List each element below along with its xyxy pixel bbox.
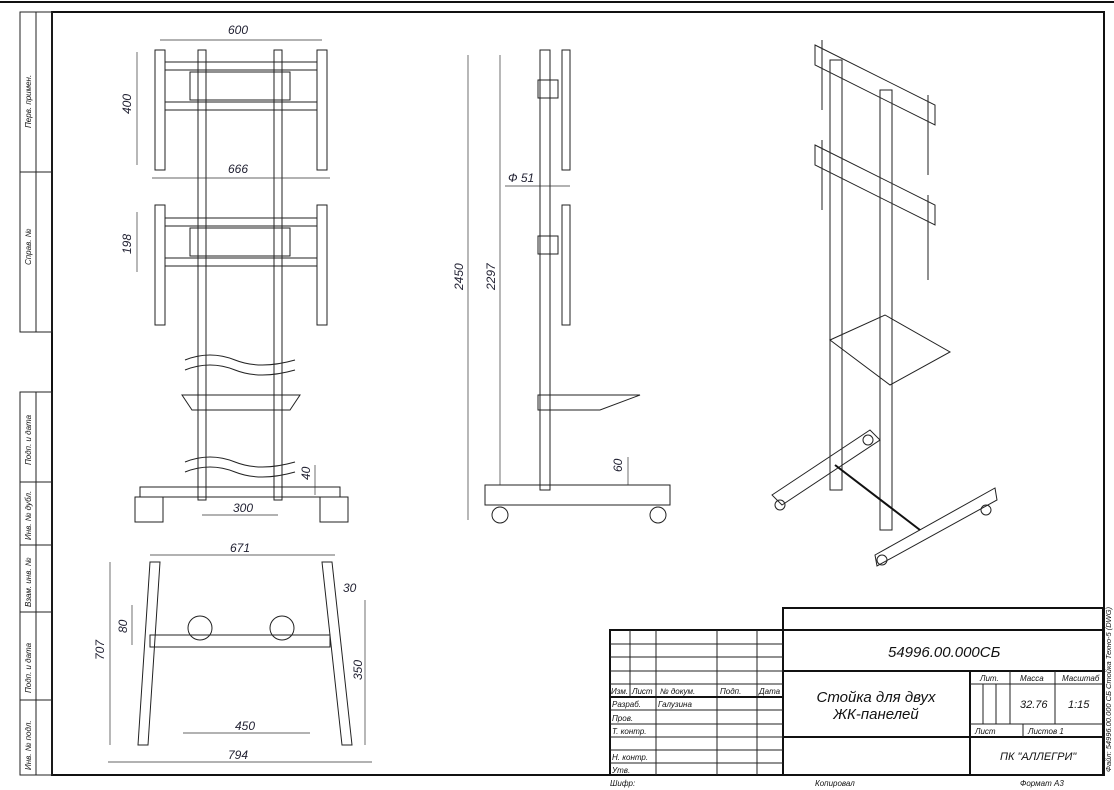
role-label: Утв. <box>611 766 630 775</box>
dim-label: 300 <box>233 501 253 515</box>
company-name: ПК "АЛЛЕГРИ" <box>1000 751 1077 763</box>
header-izm: Изм. <box>611 687 628 696</box>
dim-label: 80 <box>116 619 130 633</box>
stamp-label: Подп. и дата <box>24 642 33 693</box>
dim-label: 400 <box>120 94 134 114</box>
copied-label: Копировал <box>815 779 855 788</box>
role-label: Т. контр. <box>612 727 647 736</box>
dim-label: 30 <box>343 581 357 595</box>
isometric-view <box>771 40 998 567</box>
format-label: Формат А3 <box>1020 779 1064 788</box>
side-view: 2450 2297 Ф 51 60 <box>452 49 671 524</box>
dim-label: 40 <box>299 466 313 480</box>
header-date: Дата <box>758 687 781 696</box>
drawing-title-line2: ЖК-панелей <box>832 706 919 723</box>
stamp-label: Взам. инв. № <box>24 557 33 607</box>
title-block: 54996.00.000СБ Стойка для двух ЖК-панеле… <box>609 606 1113 788</box>
dim-label: 666 <box>228 162 248 176</box>
stamp-label: Инв. № подл. <box>24 720 33 770</box>
dim-label: 600 <box>228 23 248 37</box>
developer-name: Галузина <box>658 700 692 709</box>
dim-label: 450 <box>235 719 255 733</box>
stamp-label: Справ. № <box>24 228 33 265</box>
header-sign: Подп. <box>720 687 741 696</box>
dim-label: 2450 <box>452 263 466 291</box>
scale-value: 1:15 <box>1068 699 1090 711</box>
scale-label: Масштаб <box>1062 674 1100 683</box>
drawing-number: 54996.00.000СБ <box>888 644 1001 661</box>
stamp-label: Подп. и дата <box>24 414 33 465</box>
dim-label: 671 <box>230 541 250 555</box>
header-list: Лист <box>631 687 653 696</box>
stamp-label: Инв. № дубл. <box>24 491 33 540</box>
mass-label: Масса <box>1020 674 1044 683</box>
file-note: Файл: 54996.00.000 СБ Стойка Техно-5 (DW… <box>1104 606 1113 772</box>
dim-label: 2297 <box>484 262 498 291</box>
dim-label: 350 <box>351 660 365 680</box>
role-label: Н. контр. <box>612 753 648 762</box>
side-stamps: Перв. примен. Справ. № Подп. и дата Инв.… <box>19 11 53 776</box>
plan-view: 671 30 80 707 350 450 794 <box>93 541 372 763</box>
mass-value: 32.76 <box>1020 699 1048 711</box>
role-label: Разраб. <box>612 700 641 709</box>
dim-label: 794 <box>228 748 248 762</box>
cipher-label: Шифр: <box>610 779 635 788</box>
dim-label: 198 <box>120 234 134 254</box>
role-label: Пров. <box>612 714 633 723</box>
dim-label: 60 <box>611 458 625 472</box>
stamp-label: Перв. примен. <box>24 75 33 128</box>
dim-label: Ф 51 <box>508 171 534 185</box>
dim-label: 707 <box>93 639 107 660</box>
sheets-label: Листов 1 <box>1027 727 1064 736</box>
lit-label: Лит. <box>979 674 999 683</box>
sheet-label: Лист <box>974 727 996 736</box>
front-view: 600 400 666 198 300 40 <box>120 23 349 523</box>
drawing-title-line1: Стойка для двух <box>817 689 936 706</box>
header-doc: № докум. <box>660 687 695 696</box>
